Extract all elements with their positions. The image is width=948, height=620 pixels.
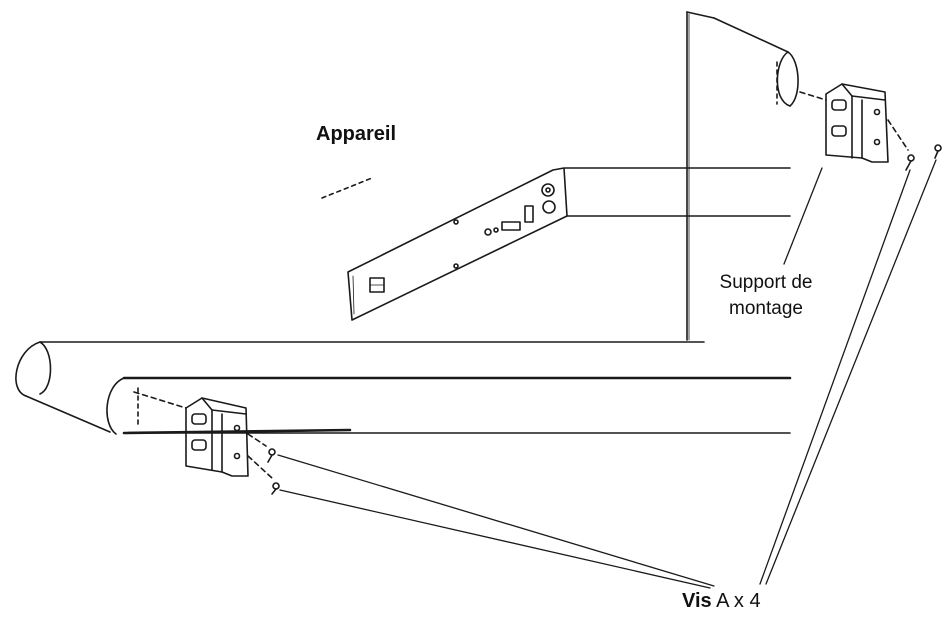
- lower-screws: [267, 448, 280, 495]
- lower-mounting-bracket: [185, 397, 273, 479]
- leader-lines: [277, 159, 937, 589]
- lower-panel: [15, 341, 792, 435]
- screws-label-rest: A x 4: [711, 590, 761, 612]
- bracket-label: Support de montage: [692, 270, 840, 322]
- upper-mounting-bracket: [799, 83, 909, 163]
- upper-panel: [686, 11, 799, 341]
- screws-label: Vis A x 4: [682, 590, 761, 613]
- bracket-label-line1: Support de: [719, 272, 813, 293]
- screws-label-bold: Vis: [682, 590, 712, 612]
- upper-screws: [905, 144, 942, 171]
- device-label: Appareil: [316, 123, 397, 145]
- device-plate: [321, 167, 791, 321]
- bracket-label-line2: montage: [729, 298, 803, 319]
